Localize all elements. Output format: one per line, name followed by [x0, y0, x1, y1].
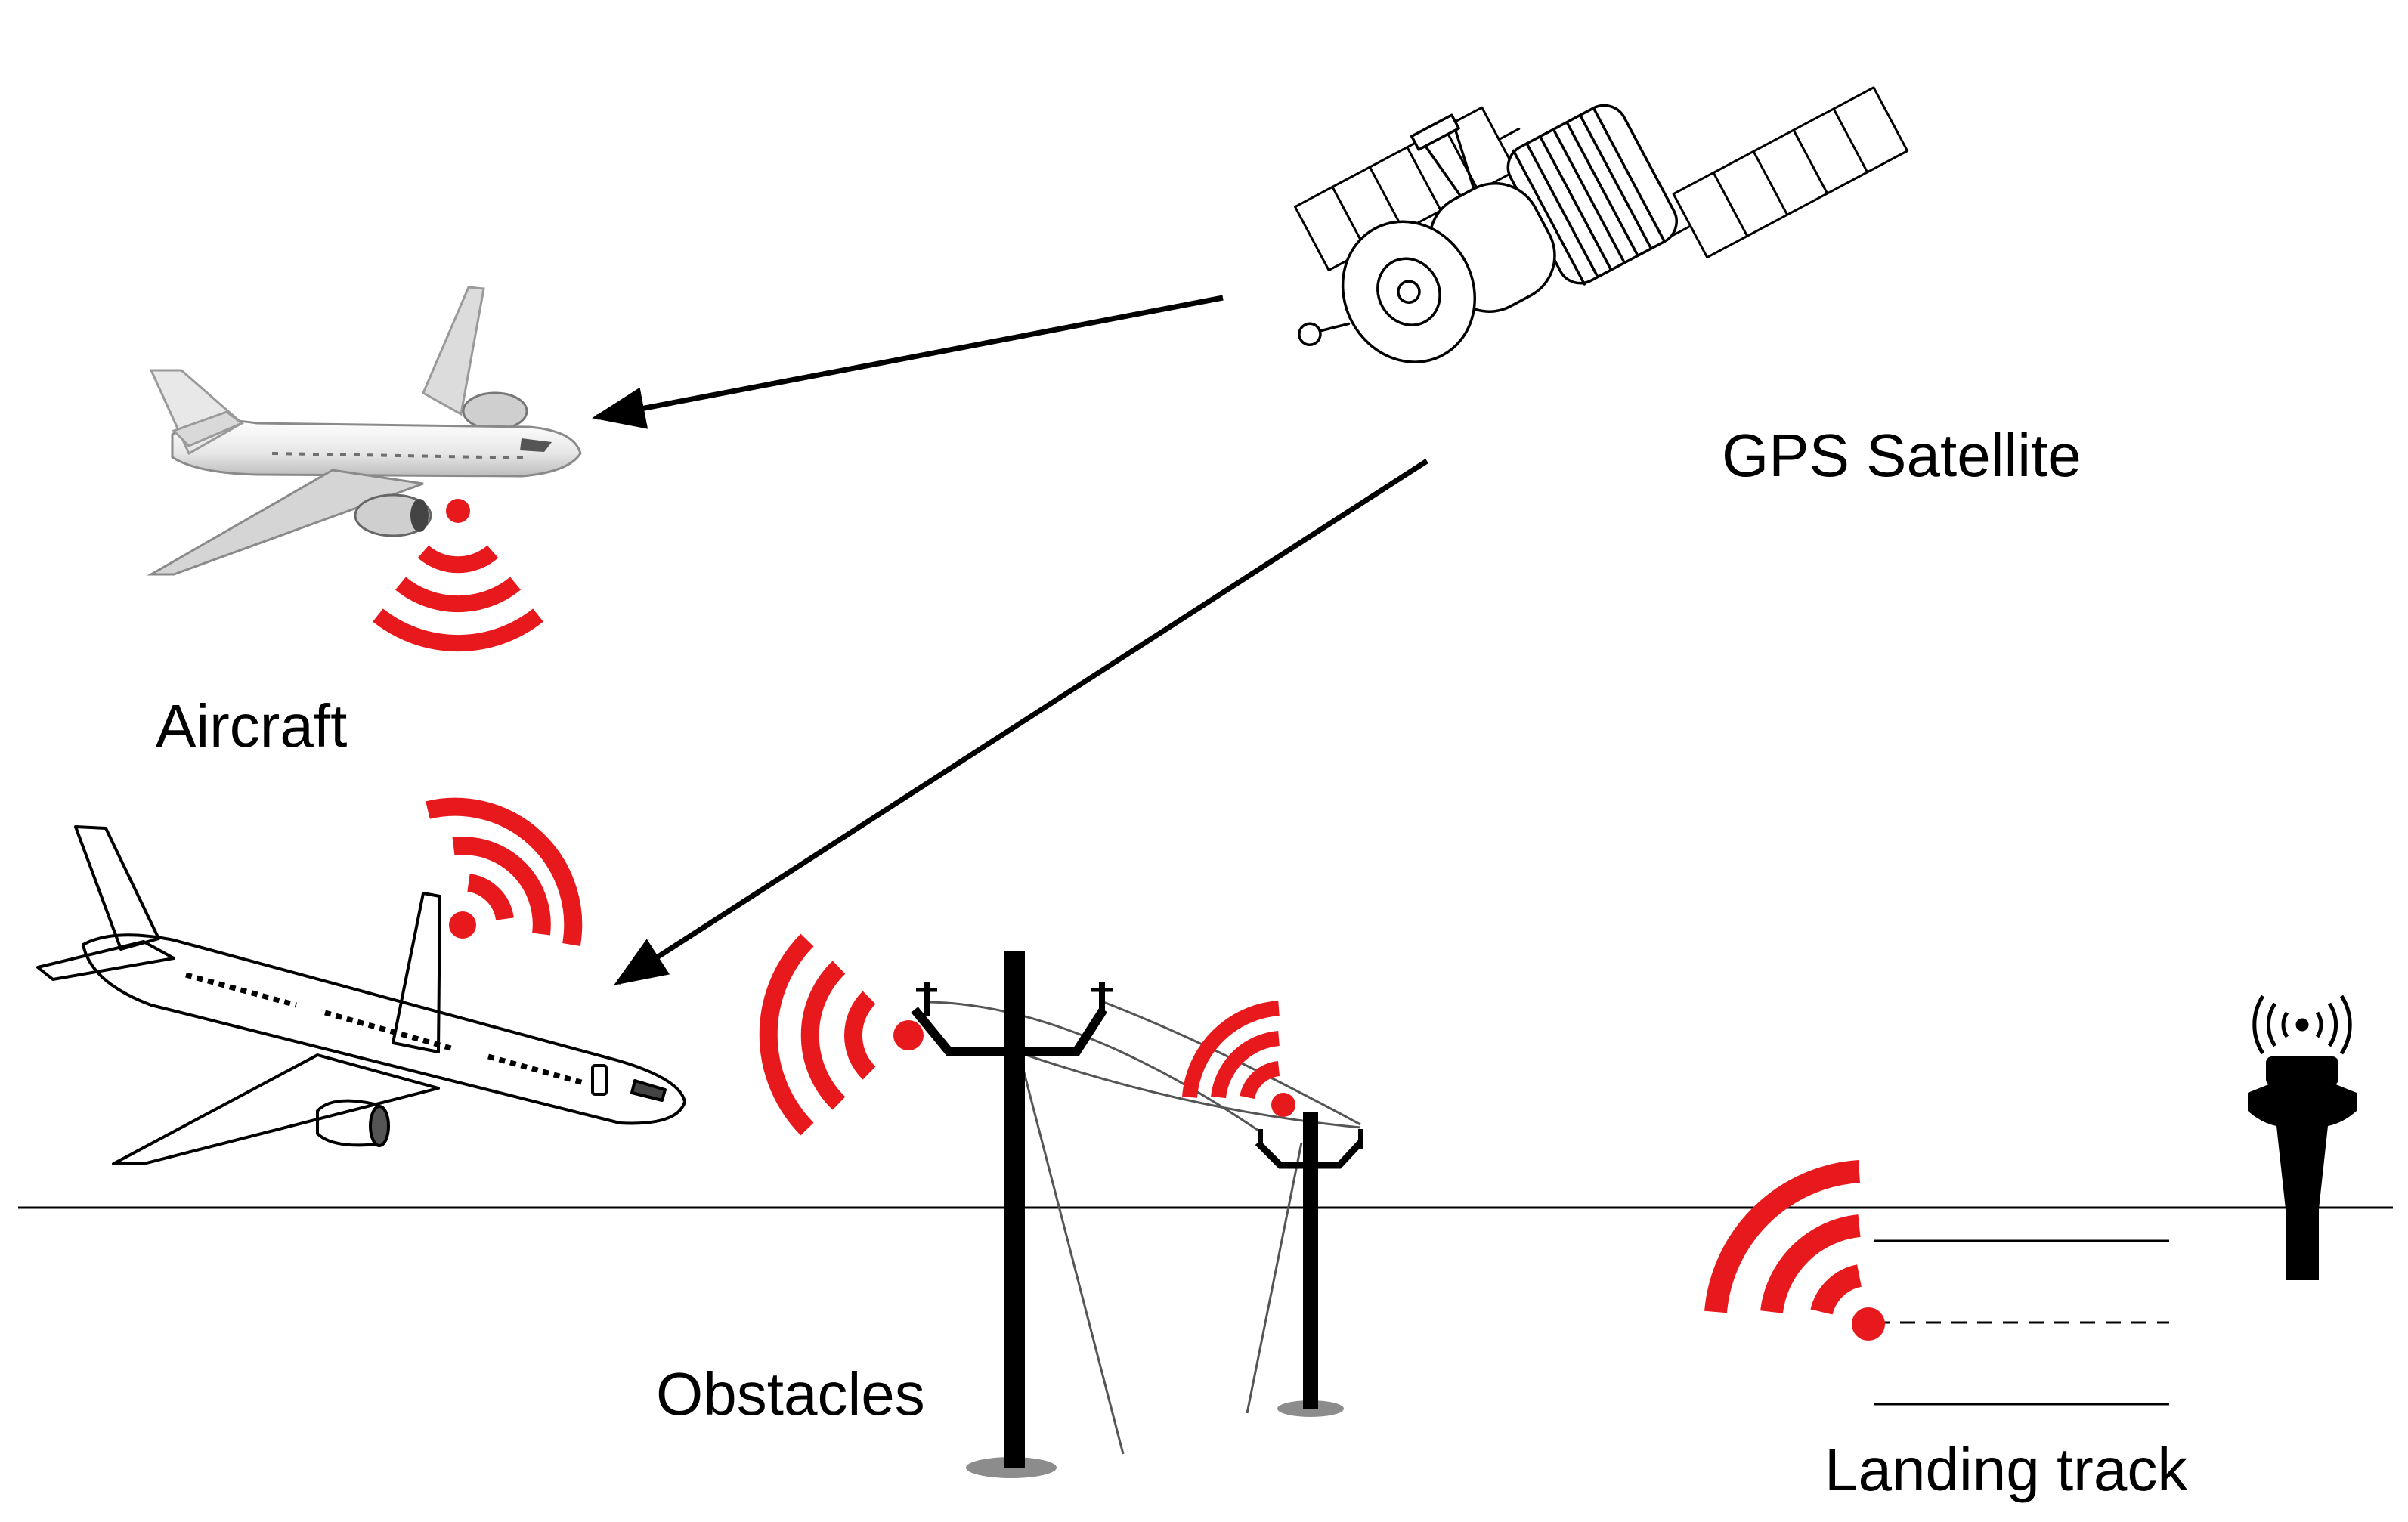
wireless-signal-icon	[426, 797, 583, 947]
wireless-signal-icon	[1182, 1001, 1295, 1117]
landing-track-label: Landing track	[1825, 1436, 2188, 1503]
wireless-signal-icon	[1704, 1160, 1885, 1341]
airliner-windows	[185, 972, 587, 1087]
wireless-signal-icon	[373, 499, 543, 652]
satellite-icon	[1294, 86, 1909, 363]
signal-arrow-to-aircraft	[592, 295, 1224, 429]
signal-arrow-to-airliner	[614, 459, 1428, 985]
airliner-icon	[36, 825, 686, 1165]
control-tower-icon	[2248, 995, 2357, 1280]
obstacles-label: Obstacles	[656, 1360, 925, 1428]
power-lines	[929, 1001, 1361, 1455]
landing-track	[1874, 1239, 2169, 1406]
utility-pole-icon	[911, 951, 1113, 1478]
aircraft-label: Aircraft	[156, 692, 347, 759]
satellite-label: GPS Satellite	[1722, 422, 2081, 489]
utility-pole-icon	[1255, 1112, 1363, 1417]
aircraft-icon	[147, 286, 582, 576]
wireless-signal-icon	[759, 933, 924, 1136]
